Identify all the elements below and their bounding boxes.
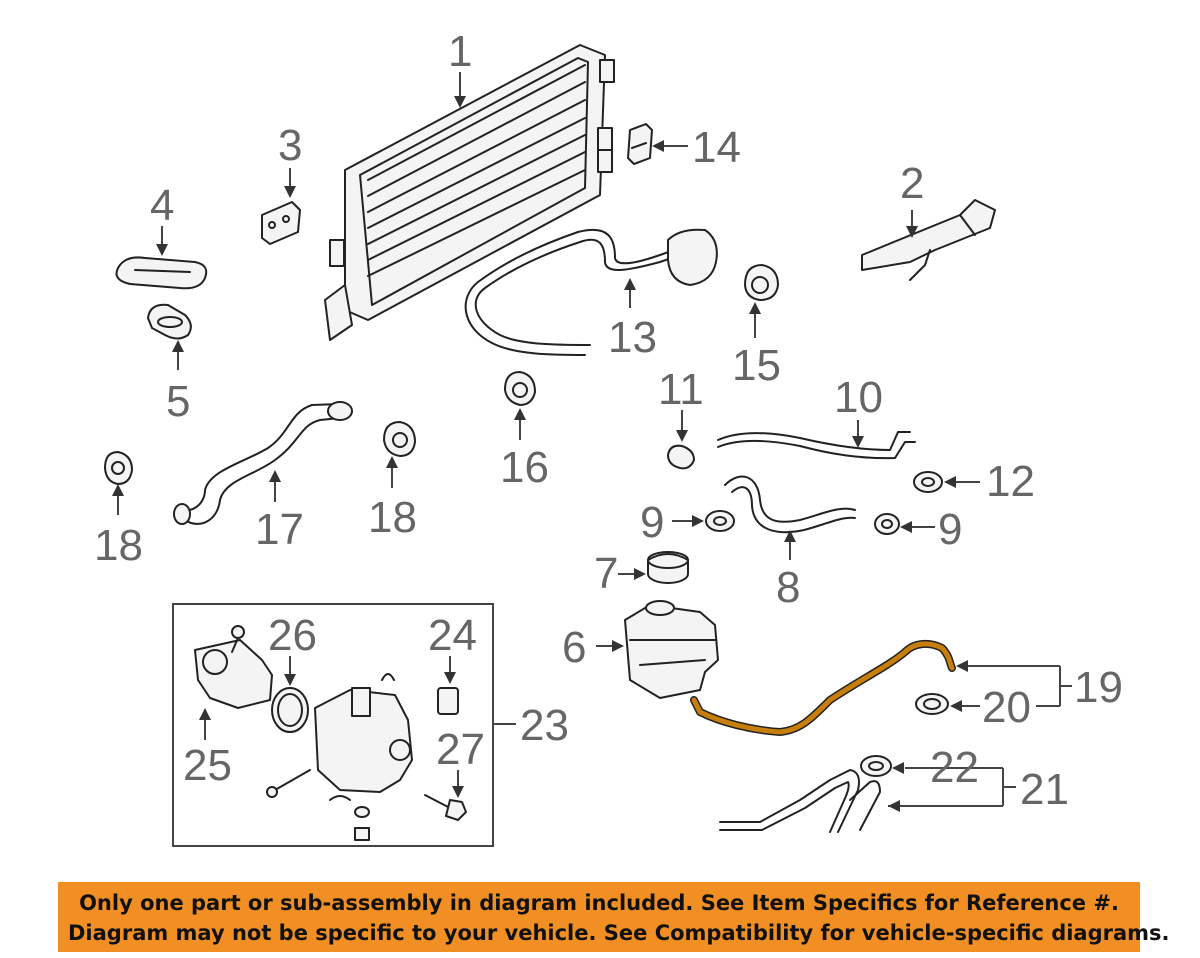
cap-part-7: [647, 551, 689, 584]
seal-part-4: [115, 256, 208, 290]
callout-12: 12: [986, 457, 1035, 506]
hose-part-10: [717, 431, 916, 460]
callout-16: 16: [500, 443, 549, 492]
callout-8: 8: [776, 563, 800, 612]
clamp-part-9b: [874, 513, 900, 535]
parts-diagram: 1 2 3 4 5 6 7 8 9 9 10 11 12 13 14 15 16…: [94, 27, 1123, 847]
callout-6: 6: [562, 623, 586, 672]
callout-7: 7: [594, 549, 618, 598]
hose-part-21: [719, 769, 881, 833]
label-part-24: [437, 687, 459, 715]
clamp-part-11: [667, 444, 695, 470]
clamp-part-12: [913, 471, 943, 493]
callout-4: 4: [150, 181, 174, 230]
callout-2: 2: [900, 159, 924, 208]
callout-17: 17: [255, 505, 304, 554]
disclaimer-line-1: Only one part or sub-assembly in diagram…: [79, 891, 1119, 915]
callout-5: 5: [166, 377, 190, 426]
callout-14: 14: [692, 123, 741, 172]
bracket-part-2: [861, 199, 996, 281]
clamp-part-20: [915, 693, 949, 715]
bolt-part-27: [424, 794, 467, 821]
clamp-part-22: [860, 755, 892, 777]
gasket-part-26: [271, 687, 309, 733]
clamp-part-18b: [383, 421, 416, 457]
leader-lines: [112, 72, 1072, 812]
thermostat-housing: [314, 673, 413, 793]
callout-22: 22: [930, 743, 979, 792]
callout-15: 15: [732, 341, 781, 390]
callout-24: 24: [428, 611, 477, 660]
disclaimer-banner: Only one part or sub-assembly in diagram…: [58, 882, 1170, 952]
callout-23: 23: [520, 701, 569, 750]
water-outlet-assembly-box: [172, 603, 494, 847]
clip-part-14: [627, 123, 653, 165]
insulator-part-5: [147, 303, 192, 340]
clamp-part-18a: [104, 451, 133, 485]
callout-25: 25: [183, 741, 232, 790]
bolt-small: [231, 625, 245, 653]
callout-19: 19: [1074, 663, 1123, 712]
hose-part-8: [724, 475, 856, 534]
callout-18b: 18: [368, 493, 417, 542]
hose-part-19-highlighted: [690, 639, 956, 736]
callout-26: 26: [268, 611, 317, 660]
reservoir-part-6: [624, 600, 719, 699]
disclaimer-line-2: Diagram may not be specific to your vehi…: [68, 921, 1170, 945]
callout-18a: 18: [94, 521, 143, 570]
callout-21: 21: [1020, 765, 1069, 814]
hose-part-13: [464, 228, 718, 356]
callout-numbers: 1 2 3 4 5 6 7 8 9 9 10 11 12 13 14 15 16…: [94, 27, 1123, 814]
bolt-long: [266, 769, 311, 798]
callout-1: 1: [448, 27, 472, 76]
callout-3: 3: [278, 121, 302, 170]
callout-20: 20: [982, 683, 1031, 732]
callout-13: 13: [608, 313, 657, 362]
clamp-part-16: [504, 371, 536, 406]
callout-9b: 9: [938, 505, 962, 554]
callout-9a: 9: [640, 498, 664, 547]
clamp-part-9a: [705, 510, 735, 532]
hose-part-17: [173, 401, 353, 525]
callout-10: 10: [834, 373, 883, 422]
callout-11: 11: [658, 365, 704, 414]
callout-27: 27: [436, 725, 485, 774]
bracket-part-3: [261, 201, 301, 245]
radiator-part-1: [324, 44, 615, 341]
clamp-part-15: [744, 264, 779, 301]
housing-part-25: [194, 639, 273, 709]
